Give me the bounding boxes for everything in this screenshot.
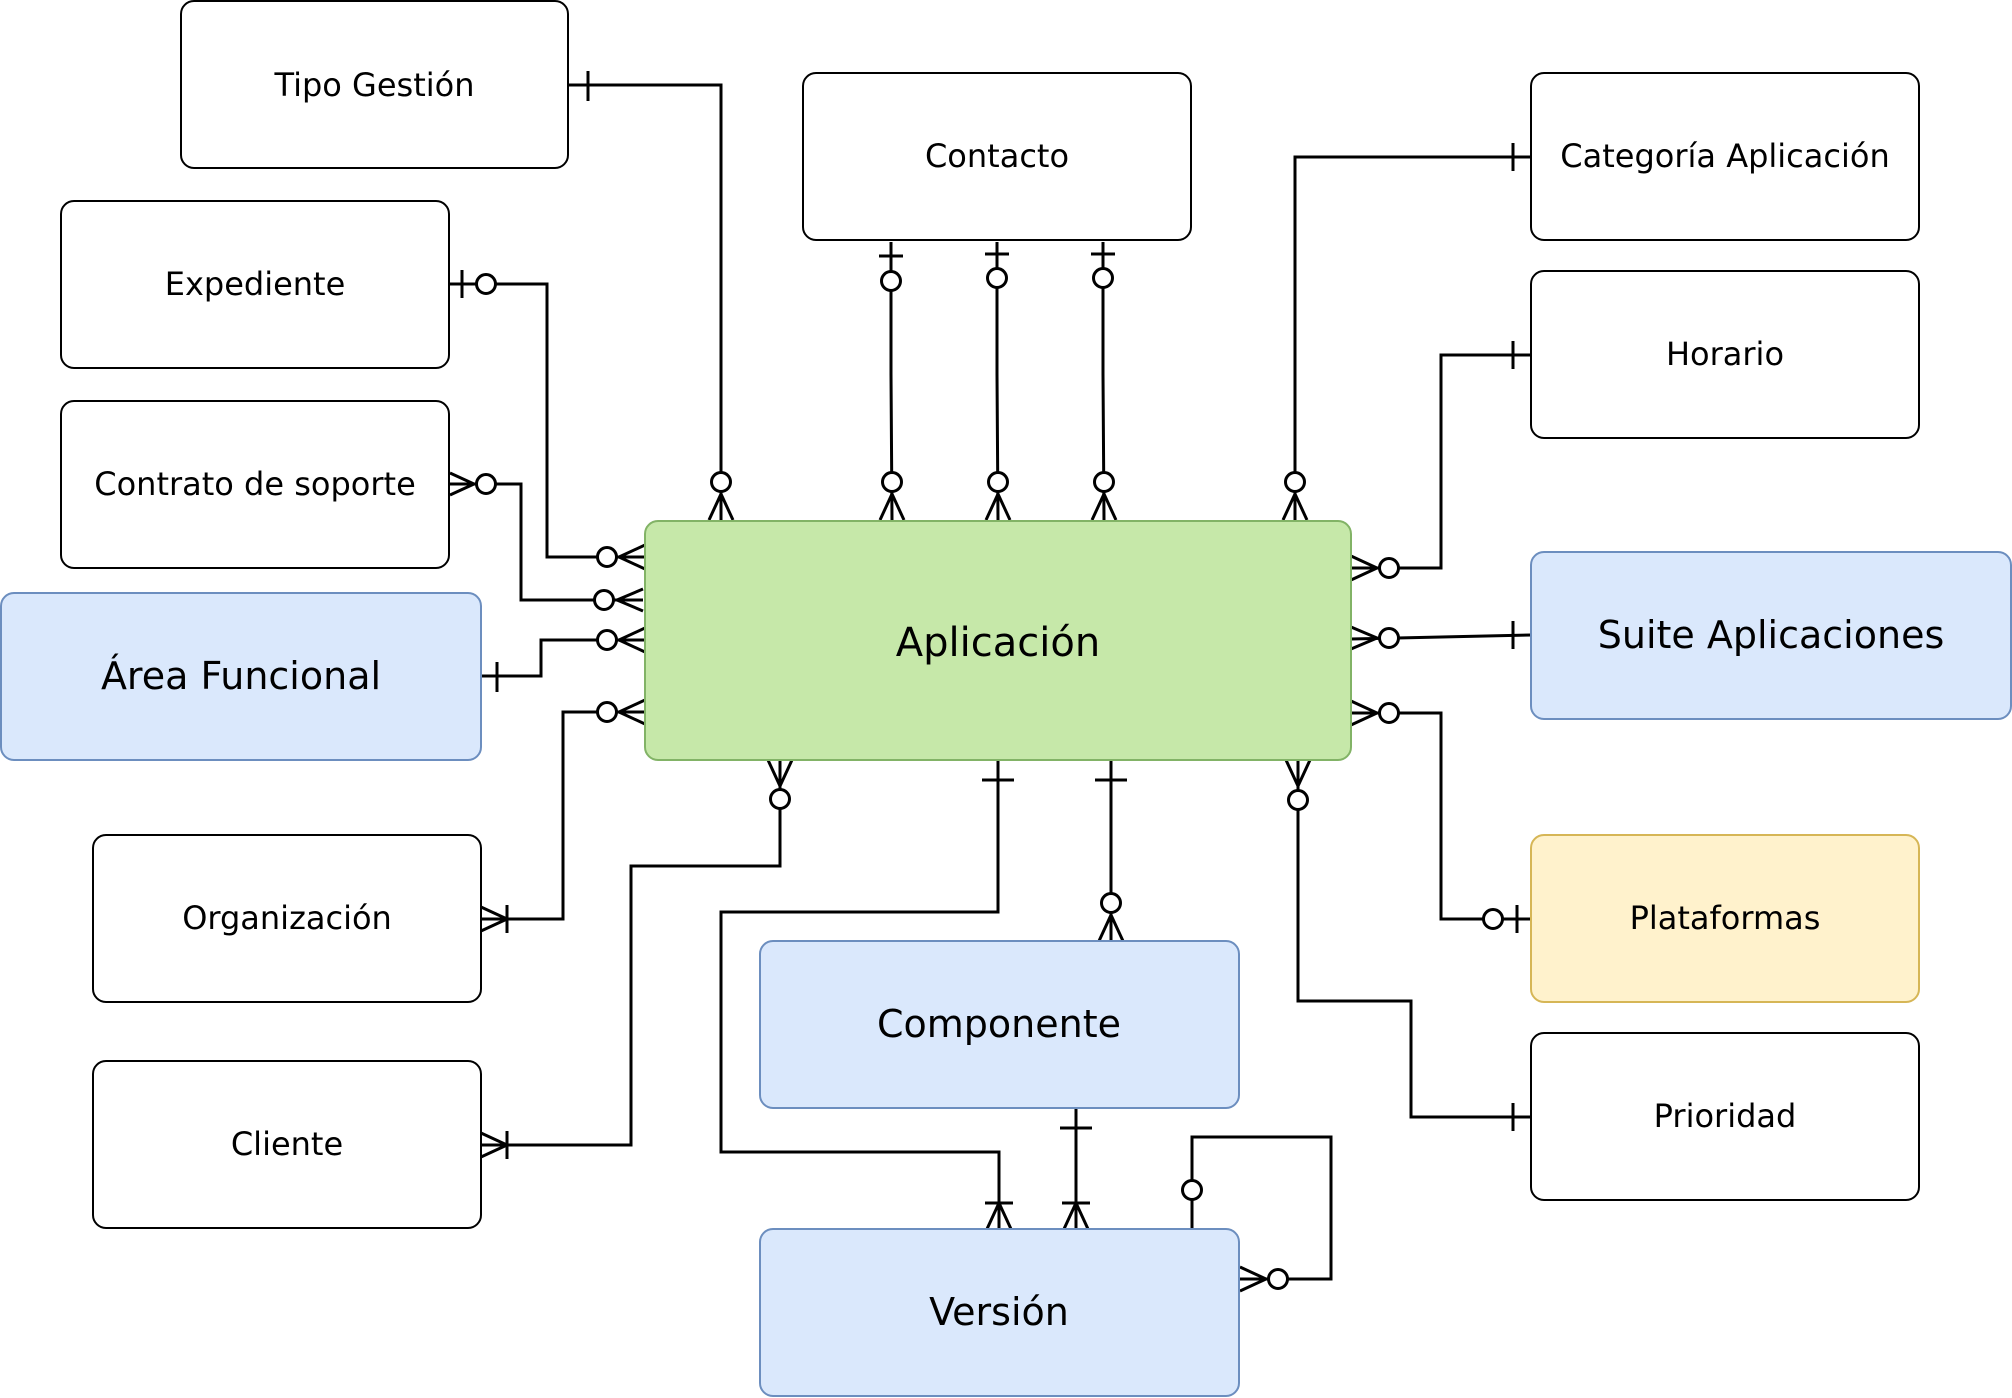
- relationship-expediente-aplicacion[interactable]: [450, 270, 646, 571]
- entity-label: Aplicación: [896, 620, 1100, 666]
- entity-componente[interactable]: Componente: [759, 940, 1240, 1109]
- entity-expediente[interactable]: Expediente: [60, 200, 450, 369]
- relationship-contrato-soporte-aplicacion[interactable]: [449, 471, 644, 613]
- relationship-plataformas-aplicacion[interactable]: [1350, 699, 1531, 933]
- relationship-lines: [449, 71, 1532, 1293]
- entity-version[interactable]: Versión: [759, 1228, 1240, 1397]
- entity-label: Prioridad: [1654, 1097, 1797, 1135]
- entity-label: Plataformas: [1630, 899, 1821, 937]
- entity-categoria-aplicacion[interactable]: Categoría Aplicación: [1530, 72, 1920, 241]
- entity-label: Expediente: [165, 265, 346, 303]
- relationship-aplicacion-componente[interactable]: [1095, 760, 1127, 942]
- entity-cliente[interactable]: Cliente: [92, 1060, 482, 1229]
- relationship-prioridad-aplicacion[interactable]: [1284, 759, 1531, 1131]
- entity-horario[interactable]: Horario: [1530, 270, 1920, 439]
- entity-label: Contrato de soporte: [94, 465, 416, 503]
- entity-suite-aplicaciones[interactable]: Suite Aplicaciones: [1530, 551, 2012, 720]
- entity-label: Horario: [1666, 335, 1784, 373]
- entity-label: Cliente: [231, 1125, 343, 1163]
- relationship-contacto-aplicacion-1[interactable]: [878, 242, 906, 521]
- relationship-contacto-aplicacion-2[interactable]: [984, 242, 1012, 521]
- entity-area-funcional[interactable]: Área Funcional: [0, 592, 482, 761]
- entity-plataformas[interactable]: Plataformas: [1530, 834, 1920, 1003]
- relationship-organizacion-aplicacion[interactable]: [480, 698, 646, 933]
- relationship-aplicacion-version[interactable]: [719, 760, 1014, 1230]
- relationship-componente-version[interactable]: [1060, 1109, 1092, 1230]
- entity-label: Organización: [182, 899, 392, 937]
- entity-organizacion[interactable]: Organización: [92, 834, 482, 1003]
- relationship-cliente-aplicacion[interactable]: [480, 759, 794, 1159]
- entity-aplicacion[interactable]: Aplicación: [644, 520, 1352, 761]
- entity-label: Tipo Gestión: [274, 66, 475, 104]
- relationship-area-funcional-aplicacion[interactable]: [481, 626, 646, 692]
- relationship-tipo-gestion-aplicacion[interactable]: [568, 71, 735, 521]
- entity-label: Categoría Aplicación: [1560, 137, 1889, 175]
- entity-label: Contacto: [925, 137, 1069, 175]
- relationship-suite-aplicaciones-aplicacion[interactable]: [1350, 621, 1532, 651]
- relationship-categoria-aplicacion-aplicacion[interactable]: [1281, 143, 1531, 521]
- relationship-horario-aplicacion[interactable]: [1350, 341, 1531, 582]
- entity-label: Suite Aplicaciones: [1598, 613, 1945, 657]
- relationship-contacto-aplicacion-3[interactable]: [1090, 242, 1118, 521]
- relationship-version-self[interactable]: [1181, 1135, 1333, 1293]
- entity-prioridad[interactable]: Prioridad: [1530, 1032, 1920, 1201]
- entity-contrato-soporte[interactable]: Contrato de soporte: [60, 400, 450, 569]
- entity-label: Versión: [929, 1290, 1069, 1334]
- entity-contacto[interactable]: Contacto: [802, 72, 1192, 241]
- entity-tipo-gestion[interactable]: Tipo Gestión: [180, 0, 569, 169]
- entity-label: Área Funcional: [101, 654, 381, 698]
- entity-label: Componente: [877, 1002, 1121, 1046]
